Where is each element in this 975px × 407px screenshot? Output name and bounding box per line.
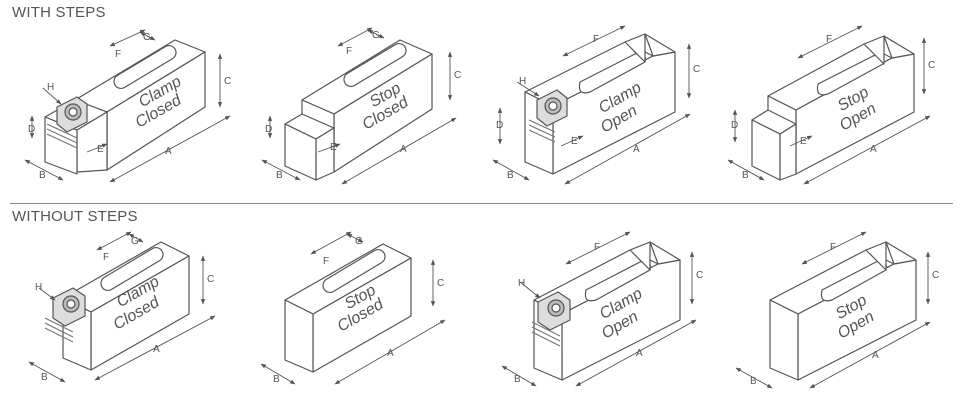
dim-G: G [372,30,380,41]
dim-F: F [593,34,599,45]
dim-B: B [276,170,283,181]
dim-H: H [47,82,54,93]
figure-stop-closed-with-steps: Stop Closed A B C D E F G [261,27,461,185]
dim-E: E [97,144,104,155]
dim-B: B [514,374,521,385]
figure-clamp-open-with-steps: Clamp Open A B C D E F H [492,25,700,185]
dim-A: A [153,344,160,355]
dim-E: E [800,136,807,147]
dim-E: E [571,136,578,147]
dim-F: F [830,242,836,253]
dim-H: H [519,76,526,87]
dim-B: B [507,170,514,181]
dim-A: A [870,144,877,155]
dim-G: G [131,236,139,247]
dim-A: A [400,144,407,155]
dim-A: A [872,350,879,361]
section-title-with-steps: WITH STEPS [12,4,106,21]
dim-B: B [39,170,46,181]
dim-H: H [35,282,42,293]
dim-C: C [928,60,935,71]
dim-F: F [103,252,109,263]
dim-F: F [115,49,121,60]
figure-clamp-closed-without-steps: Clamp Closed A B C F G H [28,231,216,383]
dim-H: H [518,278,525,289]
section-divider [10,203,953,204]
dim-A: A [636,348,643,359]
dim-F: F [826,34,832,45]
dim-C: C [932,270,939,281]
dim-C: C [207,274,214,285]
dim-E: E [330,142,337,153]
figure-stop-open-with-steps: Stop Open A B C D E F [727,25,935,185]
dim-F: F [323,256,329,267]
dim-G: G [143,32,151,43]
figure-clamp-closed-with-steps: Clamp Closed A B C D E F G H [24,29,231,183]
dim-D: D [731,120,738,131]
dim-A: A [633,144,640,155]
dim-C: C [454,70,461,81]
dim-A: A [165,146,172,157]
figure-stop-open-without-steps: Stop Open A B C F [735,231,939,389]
dim-B: B [750,376,757,387]
dim-C: C [693,64,700,75]
section-title-without-steps: WITHOUT STEPS [12,208,138,225]
figure-stop-closed-without-steps: Stop Closed A B C F G [260,231,446,385]
dim-F: F [346,46,352,57]
dim-D: D [496,120,503,131]
dim-C: C [437,278,444,289]
dim-B: B [742,170,749,181]
dim-B: B [41,372,48,383]
dim-D: D [28,124,35,135]
dim-A: A [387,348,394,359]
dim-D: D [265,124,272,135]
dim-C: C [696,270,703,281]
dim-F: F [594,242,600,253]
dim-B: B [273,374,280,385]
dim-G: G [355,236,363,247]
dim-C: C [224,76,231,87]
figure-clamp-open-without-steps: Clamp Open A B C F H [501,231,703,387]
